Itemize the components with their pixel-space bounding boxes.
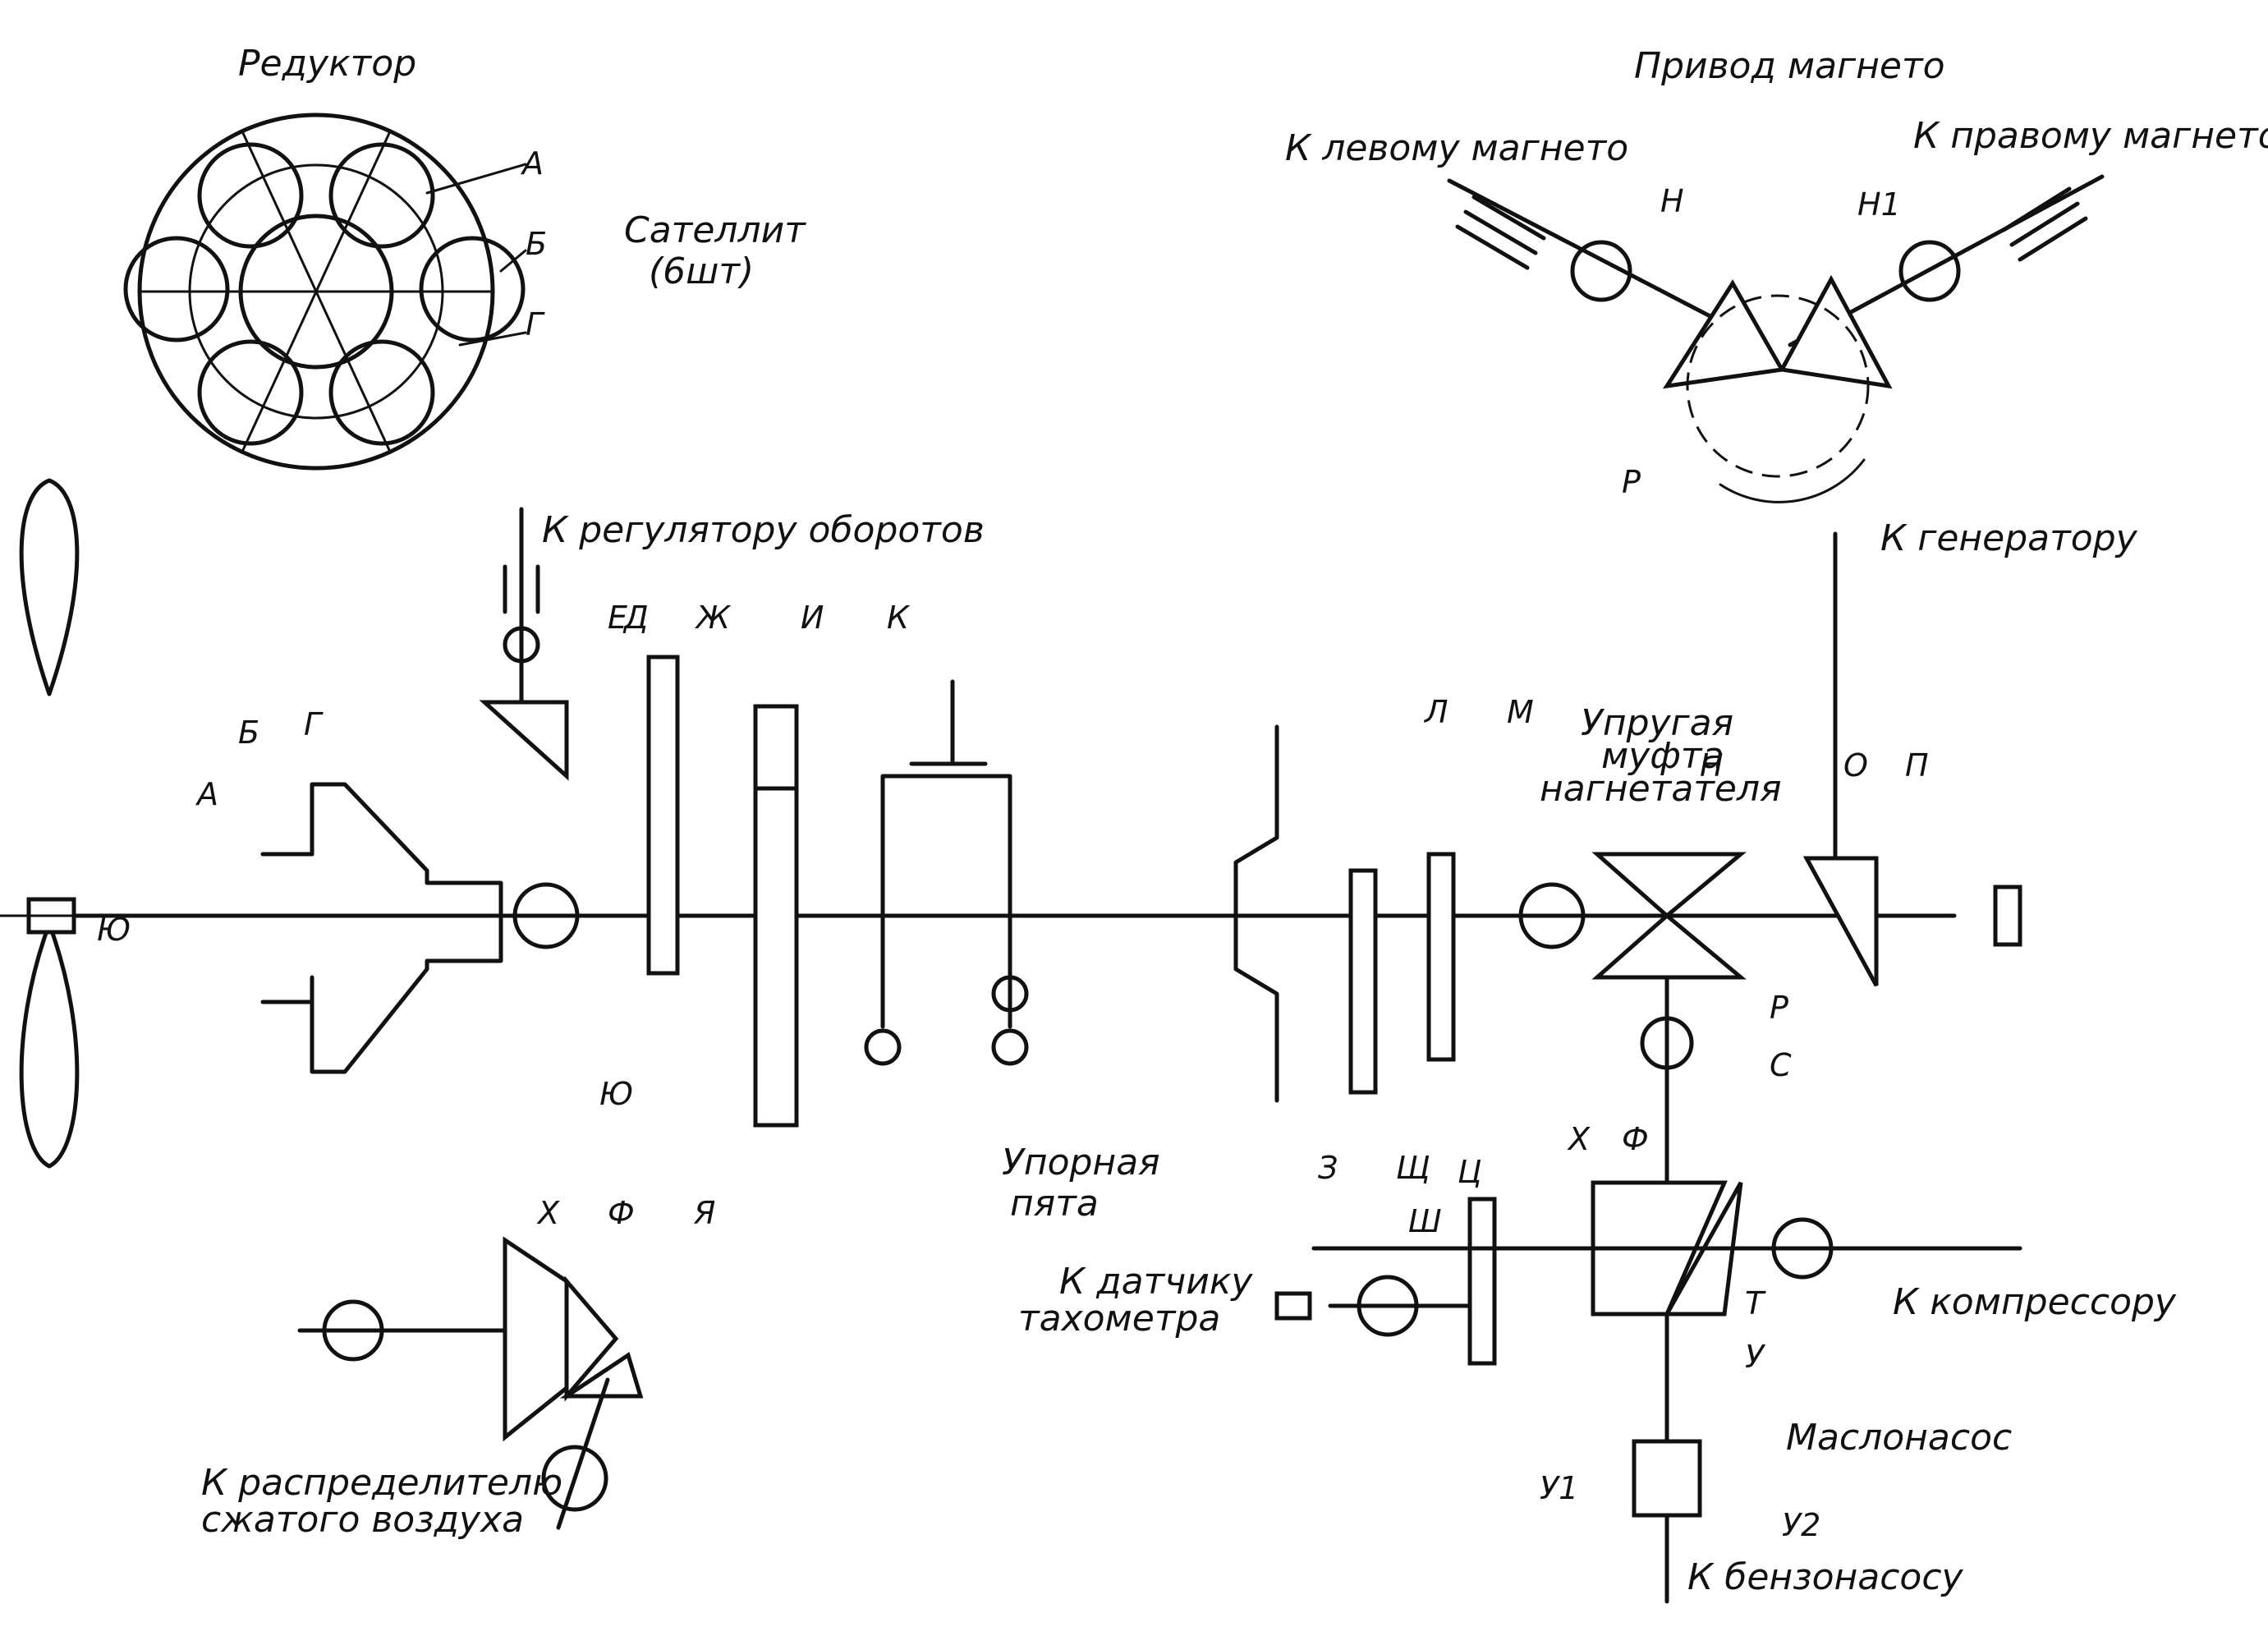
main-label-zh: Ж: [695, 600, 732, 636]
reducer-label-g: Г: [526, 306, 545, 342]
to-governor-label: К регулятору оборотов: [542, 509, 985, 551]
satellite-count: (6шт): [649, 250, 754, 292]
main-label-e: Е: [608, 600, 627, 636]
oil-pump-label: Маслонасос: [1786, 1417, 2012, 1459]
gear-p-main: [1802, 856, 1879, 987]
gear-n-main: [1591, 852, 1747, 919]
magneto-label-n1: Н1: [1857, 186, 1901, 223]
magneto-drive-diagram: Привод магнето К левому магнето К правом…: [1285, 45, 2268, 503]
main-label-f: Ф: [1622, 1121, 1649, 1157]
planetary-reducer-section: А Б Г Ю: [0, 706, 580, 1074]
main-label-k: К: [887, 600, 911, 636]
to-generator-label: К генератору: [1880, 517, 2138, 559]
reducer-label-b: Б: [526, 226, 547, 262]
main-label-g: Г: [304, 706, 324, 742]
tacho-label-2: тахометра: [1018, 1298, 1220, 1340]
coupling-label-1: Упругая: [1581, 702, 1733, 744]
thrust-label-2: пята: [1010, 1183, 1099, 1225]
main-label-o: О: [1843, 747, 1868, 784]
generator-and-coupling: Упругая муфта нагнетателя К генератору Н…: [1518, 517, 2138, 1083]
bevel-gear-f-aux: [564, 1275, 619, 1402]
main-label-ts: Ц: [1458, 1154, 1482, 1190]
main-label-sh: Ш: [1408, 1203, 1442, 1239]
main-label-p: П: [1905, 747, 1929, 784]
gear-n-left: [1662, 279, 1785, 389]
main-label-m: М: [1507, 694, 1534, 730]
bevel-gear-kh-aux: [503, 1236, 569, 1442]
supercharger-impeller: Л М З Щ Упорная пята: [1002, 694, 1534, 1225]
reducer-diagram: Редуктор А Б Г Сателлит (6шт): [123, 43, 806, 471]
aux-label-ya: Я: [693, 1195, 715, 1231]
accessory-gears-left: Д Е Ж И К Ю: [599, 600, 911, 1128]
main-label-s: С: [1770, 1047, 1792, 1083]
to-compressor-label: К компрессору: [1893, 1281, 2177, 1323]
satellite-gear: [328, 339, 435, 446]
main-label-a: А: [195, 776, 218, 812]
magneto-label-n: Н: [1660, 183, 1684, 219]
satellite-gear: [419, 236, 526, 342]
main-label-b: Б: [238, 715, 259, 751]
gear-e: [479, 700, 569, 781]
propeller: [19, 478, 80, 1169]
aux-label-f: Ф: [608, 1195, 635, 1231]
main-label-u: У: [1745, 1339, 1766, 1375]
coupling-label-2: муфта: [1601, 735, 1724, 777]
magneto-drive-gear-p: [1686, 294, 1870, 478]
gear-m: [1426, 852, 1456, 1062]
air-distributor-label-1: К распределителю: [201, 1462, 562, 1504]
main-label-kh: Х: [1567, 1121, 1591, 1157]
gear-l: [1348, 868, 1378, 1095]
satellite-gear: [123, 236, 230, 342]
satellite-gear: [197, 142, 304, 249]
reducer-label-a: А: [520, 145, 544, 182]
satellite-label: Сателлит: [624, 209, 806, 251]
main-label-n: Н: [1700, 747, 1724, 784]
main-label-t: Т: [1745, 1285, 1766, 1321]
reducer-title: Редуктор: [238, 43, 416, 85]
aux-label-kh: Х: [536, 1195, 560, 1231]
main-label-yu-top: Ю: [97, 912, 131, 948]
main-label-z: З: [1318, 1150, 1338, 1186]
gear-ts: [1467, 1197, 1497, 1366]
to-left-magneto-label: К левому магнето: [1285, 127, 1628, 169]
oil-pump: [1632, 1439, 1702, 1518]
gear-s-main: [1591, 912, 1747, 980]
to-fuel-pump-label: К бензонасосу: [1687, 1556, 1964, 1598]
to-right-magneto-label: К правому магнето: [1913, 115, 2268, 157]
satellite-gear: [197, 339, 304, 446]
air-distributor-drive: Х Ф Я К распределителю сжатого воздуха: [201, 1195, 715, 1541]
magneto-label-r: Р: [1622, 464, 1641, 500]
gear-zh: [646, 655, 680, 976]
lower-accessory-drive: Ц Ш Х Ф Т У У1 У2 Маслонасос К бензонасо…: [1018, 975, 2177, 1604]
satellite-gear: [328, 142, 435, 249]
main-label-u2: У2: [1782, 1507, 1820, 1543]
main-label-yu-bottom: Ю: [599, 1076, 633, 1112]
magneto-drive-title: Привод магнето: [1634, 45, 1945, 87]
tacho-label-1: К датчику: [1059, 1261, 1253, 1303]
governor-drive: К регулятору оборотов: [479, 507, 985, 781]
crank-section: [864, 679, 1029, 1066]
main-label-l: Л: [1423, 694, 1448, 730]
thrust-label-1: Упорная: [1002, 1142, 1160, 1183]
main-label-r: Р: [1770, 990, 1788, 1026]
main-label-shch: Щ: [1396, 1150, 1430, 1186]
main-label-d: Д: [622, 600, 649, 636]
main-label-i: И: [801, 600, 824, 636]
gear-n1-right: [1779, 274, 1893, 389]
main-label-u1: У1: [1540, 1470, 1578, 1506]
coupling-label-3: нагнетателя: [1540, 768, 1782, 810]
air-distributor-label-2: сжатого воздуха: [201, 1499, 524, 1541]
